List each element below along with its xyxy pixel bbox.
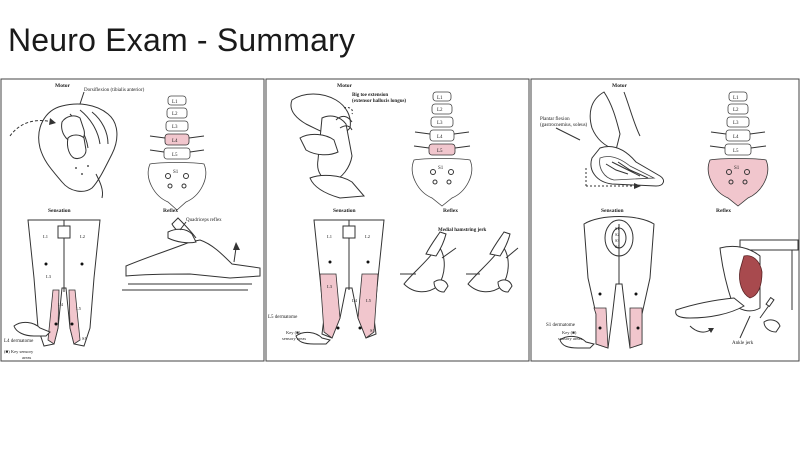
svg-text:S1: S1: [370, 328, 375, 333]
key-sensory-label: Key (■): [286, 330, 301, 335]
reflex-label: Quadriceps reflex: [186, 218, 222, 223]
highlighted-level: S1: [734, 166, 740, 171]
svg-text:L1: L1: [437, 96, 443, 101]
sensation-heading: Sensation: [333, 208, 356, 214]
svg-text:S1: S1: [615, 226, 619, 231]
panel-s1: Motor Plantar flexion (gastrocnemius, so…: [540, 83, 799, 349]
quadriceps-reflex-drawing: Quadriceps reflex: [122, 217, 261, 291]
svg-text:L3: L3: [46, 274, 52, 279]
highlighted-level: L5: [437, 149, 443, 154]
panel-border-l5: [265, 78, 530, 362]
svg-text:L5: L5: [366, 298, 372, 303]
svg-text:L1: L1: [172, 100, 178, 105]
svg-text:(gastrocnemius, soleus): (gastrocnemius, soleus): [540, 123, 588, 128]
svg-text:S3: S3: [615, 238, 619, 243]
sensation-heading: Sensation: [601, 208, 624, 214]
panel-border-s1: [530, 78, 800, 362]
panel-border-l4: [0, 78, 265, 362]
reflex-heading: Reflex: [716, 208, 731, 214]
svg-text:L3: L3: [327, 284, 333, 289]
dermatome-label: L5 dermatome: [268, 315, 298, 320]
sensation-heading: Sensation: [48, 208, 71, 214]
legs-dermatome-l4: L1 L2 L3 L4 L5 S1: [27, 219, 101, 347]
dermatome-label: S1 dermatome: [546, 323, 576, 328]
svg-text:L4: L4: [58, 302, 64, 307]
motor-heading: Motor: [337, 83, 353, 89]
svg-text:L5: L5: [172, 153, 178, 158]
svg-text:L5: L5: [76, 306, 82, 311]
panel-l4: Motor Dorsiflexion (tibialis anterior) L…: [4, 83, 261, 360]
svg-text:L2: L2: [172, 112, 178, 117]
examiner-hand: [559, 335, 595, 349]
svg-text:L2: L2: [437, 108, 443, 113]
big-toe-extension-drawing: [290, 93, 366, 199]
highlighted-level: L4: [172, 139, 178, 144]
svg-text:L5: L5: [733, 149, 739, 154]
key-sensory-label: (■) Key sensory: [4, 349, 34, 354]
medial-hamstring-reflex-drawing: Medial hamstring jerk: [400, 228, 519, 293]
motor-heading: Motor: [55, 83, 71, 89]
svg-text:L1: L1: [327, 234, 332, 239]
spine-diagram-s1: L1 L2 L3 L4 L5 S1: [707, 91, 769, 207]
svg-text:L1: L1: [733, 96, 739, 101]
legs-dermatome-s1: S1 S2 S3 S4: [583, 216, 655, 349]
reflex-heading: Reflex: [163, 208, 178, 214]
svg-text:areas: areas: [22, 355, 31, 360]
legs-dermatome-l5: L1 L2 L3 L4 L5 S1: [313, 219, 385, 339]
svg-text:L3: L3: [172, 125, 178, 130]
svg-text:L4: L4: [733, 135, 739, 140]
svg-text:L2: L2: [80, 234, 85, 239]
panel-l5: Motor Big toe extension (extensor halluc…: [268, 83, 519, 345]
foot-dorsiflexion-drawing: [9, 103, 118, 199]
svg-text:L2: L2: [733, 108, 739, 113]
svg-text:L4: L4: [437, 135, 443, 140]
reflex-label: Ankle jerk: [732, 341, 754, 346]
svg-text:L4: L4: [352, 298, 358, 303]
svg-text:L3: L3: [733, 121, 739, 126]
svg-text:L3: L3: [437, 121, 443, 126]
svg-text:(extensor hallucis longus): (extensor hallucis longus): [352, 99, 406, 104]
examiner-hand: [295, 331, 331, 345]
dermatome-label: L4 dermatome: [4, 339, 34, 344]
svg-text:sensory areas: sensory areas: [558, 336, 582, 341]
reflex-heading: Reflex: [443, 208, 458, 214]
examiner-hand: [13, 321, 51, 337]
spine-diagram-l4: L1 L2 L3 L4 L5 S1: [147, 95, 207, 211]
svg-text:S1: S1: [82, 336, 87, 341]
svg-text:S1: S1: [438, 166, 444, 171]
reflex-label: Medial hamstring jerk: [438, 228, 487, 233]
svg-text:S1: S1: [173, 170, 179, 175]
svg-text:S2: S2: [615, 232, 619, 237]
motor-action-label: Plantar flexion: [540, 117, 570, 122]
plantar-flexion-drawing: [585, 91, 664, 189]
spine-diagram-l5: L1 L2 L3 L4 L5 S1: [411, 91, 473, 207]
motor-action-label: Big toe extension: [352, 93, 388, 98]
motor-action-label: Dorsiflexion (tibialis anterior): [84, 88, 145, 93]
svg-text:sensory areas: sensory areas: [282, 336, 306, 341]
svg-text:L2: L2: [365, 234, 370, 239]
slide-title: Neuro Exam - Summary: [8, 22, 356, 58]
motor-heading: Motor: [612, 83, 628, 89]
svg-text:S4: S4: [615, 244, 619, 249]
ankle-jerk-drawing: Ankle jerk: [675, 239, 799, 346]
svg-text:L1: L1: [43, 234, 48, 239]
neuro-exam-figure: Motor Dorsiflexion (tibialis anterior) L…: [0, 78, 800, 362]
key-sensory-label: Key (■): [562, 330, 577, 335]
